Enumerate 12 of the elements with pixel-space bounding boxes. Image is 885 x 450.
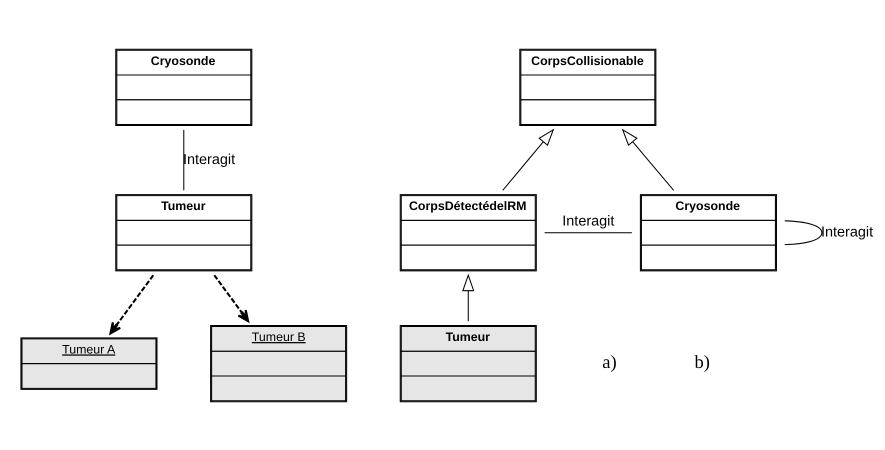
arrow [622, 128, 674, 190]
arrow [502, 128, 554, 190]
arrow [462, 273, 474, 321]
connector [784, 220, 822, 245]
label: a) [602, 352, 617, 373]
edge-label: Interagit [821, 224, 874, 240]
connector [544, 232, 632, 233]
label: b) [694, 352, 710, 373]
edge-label: Interagit [562, 213, 614, 230]
connector [183, 129, 184, 190]
arrow [109, 274, 154, 334]
arrow [213, 274, 250, 322]
